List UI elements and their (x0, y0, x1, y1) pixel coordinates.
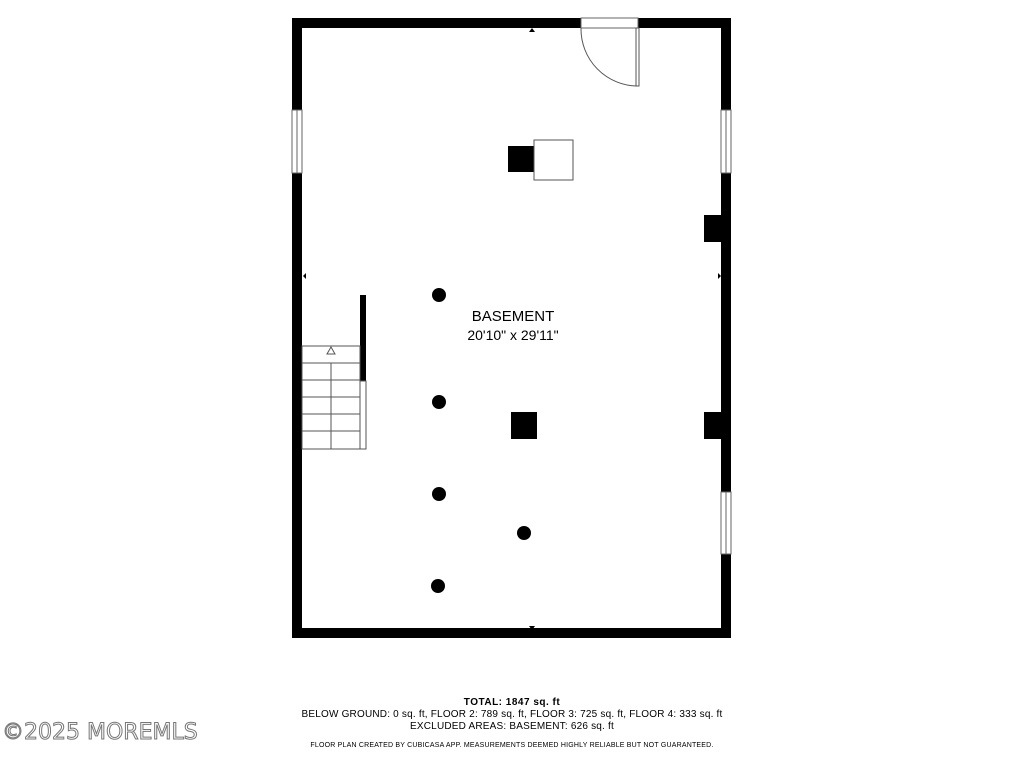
marker-top (529, 28, 535, 32)
stair-rail (359, 380, 367, 450)
support-post (432, 487, 446, 501)
support-post (432, 288, 446, 302)
disclaimer: FLOOR PLAN CREATED BY CUBICASA APP. MEAS… (310, 742, 714, 749)
outer-wall (292, 18, 731, 638)
stair-wall (360, 295, 366, 381)
floor-areas: BELOW GROUND: 0 sq. ft, FLOOR 2: 789 sq.… (301, 709, 723, 720)
center-column (511, 412, 537, 439)
room-dimensions: 20'10" x 29'11" (467, 327, 558, 343)
door-opening (580, 17, 639, 29)
watermark: ©2025 MOREMLS (2, 720, 199, 746)
pilaster-right-top (704, 215, 724, 242)
mechanical-block (508, 146, 534, 172)
staircase (301, 345, 361, 450)
mechanical-unit (533, 139, 574, 181)
marker-left (303, 273, 306, 279)
stair-direction-arrow (326, 345, 336, 355)
total-area: TOTAL: 1847 sq. ft (463, 697, 561, 708)
door-leaf (635, 27, 640, 87)
support-post (432, 395, 446, 409)
support-post (431, 579, 445, 593)
marker-bottom (529, 626, 535, 630)
pilaster-right-bottom (704, 412, 724, 439)
support-post (517, 526, 531, 540)
excluded-areas: EXCLUDED AREAS: BASEMENT: 626 sq. ft (410, 721, 614, 732)
door-swing-arc (580, 27, 639, 87)
marker-right (718, 273, 721, 279)
floor-plan: BASEMENT 20'10" x 29'11" (291, 17, 732, 638)
room-name: BASEMENT (472, 308, 555, 325)
